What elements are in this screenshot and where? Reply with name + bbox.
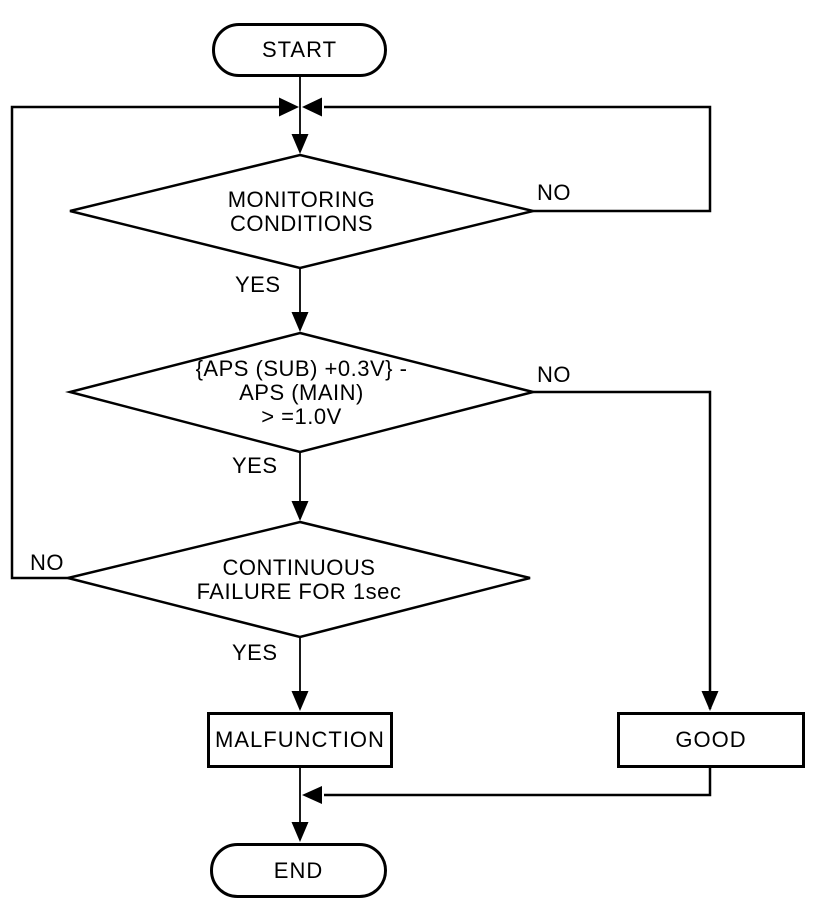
end-node: END: [210, 843, 387, 898]
start-node: START: [212, 23, 387, 77]
arrowhead-into-decision3: [291, 501, 309, 521]
edge-decision1-no: [324, 105, 712, 213]
good-label: GOOD: [675, 727, 747, 752]
decision3-no-label: NO: [30, 550, 64, 575]
edge-decision3-no-loop: [10, 105, 281, 580]
arrowhead-good-join: [302, 786, 322, 804]
decision3-label: CONTINUOUS FAILURE FOR 1sec: [196, 554, 402, 604]
arrowhead-junction-right: [302, 97, 322, 117]
decision2-label: {APS (SUB) +0.3V} - APS (MAIN) > =1.0V: [195, 355, 408, 429]
malfunction-node: MALFUNCTION: [207, 712, 393, 768]
edge-decision2-no: [533, 390, 712, 709]
decision2-yes-label: YES: [232, 453, 278, 478]
decision3-yes-label: YES: [232, 640, 278, 665]
decision1-label: MONITORING CONDITIONS: [227, 186, 376, 236]
arrowhead-into-decision2: [291, 312, 309, 332]
malfunction-label: MALFUNCTION: [215, 727, 385, 752]
good-node: GOOD: [617, 712, 805, 768]
edge-good-to-join: [324, 768, 712, 797]
decision1-shape: [69, 153, 534, 270]
arrowhead-into-good: [701, 691, 719, 711]
decision2-no-label: NO: [537, 362, 571, 387]
arrowhead-into-decision1: [291, 134, 309, 154]
arrowhead-into-end: [291, 822, 309, 842]
arrowhead-junction-left: [279, 97, 299, 117]
decision2-shape: [65, 331, 534, 454]
decision3-shape: [67, 520, 531, 639]
decision1-no-label: NO: [537, 180, 571, 205]
decision1-yes-label: YES: [235, 272, 281, 297]
arrowhead-into-malfunction: [291, 691, 309, 711]
start-label: START: [261, 37, 338, 62]
end-label: END: [273, 857, 324, 883]
